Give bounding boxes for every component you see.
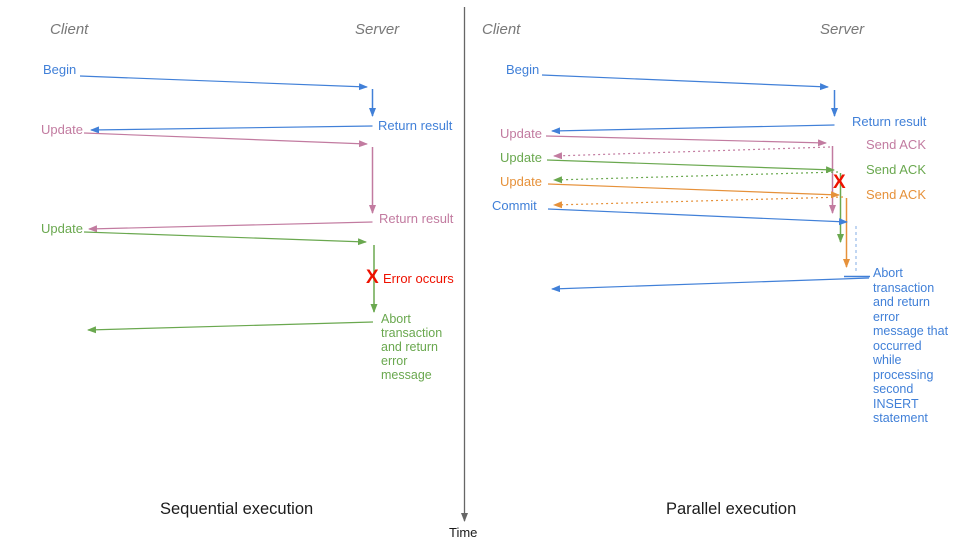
right-send-ack-1-arrow: [553, 146, 831, 160]
time-axis-label: Time: [449, 525, 478, 540]
left-update-1-label: Update: [41, 122, 83, 137]
right-update-3-request-arrow: [547, 183, 850, 268]
right-panel-title: Parallel execution: [666, 500, 797, 518]
left-server-header: Server: [355, 21, 400, 38]
right-send-ack-2-arrow: [553, 171, 839, 184]
right-send-ack-1-label: Send ACK: [866, 137, 926, 152]
left-return-result-2-label: Return result: [379, 211, 454, 226]
left-error-occurs-label: Error occurs: [383, 271, 454, 286]
right-update-3-label: Update: [500, 174, 542, 189]
left-update-2-request-arrow: [83, 231, 378, 313]
right-update-1-request-arrow: [545, 135, 836, 214]
right-abort-return-arrow: [551, 277, 870, 293]
left-update-1-request-arrow: [83, 132, 376, 214]
left-return-result-2-arrow: [88, 221, 373, 233]
right-update-2-request-arrow: [546, 159, 844, 243]
right-commit-label: Commit: [492, 198, 537, 213]
left-begin-request-arrow: [79, 75, 376, 117]
right-update-2-label: Update: [500, 150, 542, 165]
left-abort-return-arrow: [87, 321, 374, 334]
right-begin-label: Begin: [506, 62, 540, 77]
right-abort-message-label: Abort transaction and return error messa…: [873, 266, 949, 425]
right-update-1-label: Update: [500, 126, 542, 141]
right-send-ack-3-arrow: [553, 196, 844, 209]
left-update-2-label: Update: [41, 221, 83, 236]
left-abort-message-label: Abort transaction and return error messa…: [381, 312, 443, 382]
right-return-result-arrow: [551, 124, 835, 135]
right-begin-request-arrow: [541, 74, 838, 117]
left-begin-label: Begin: [43, 62, 77, 77]
right-client-header: Client: [482, 21, 521, 38]
left-panel-title: Sequential execution: [160, 500, 314, 518]
left-error-x-icon: X: [366, 267, 379, 288]
left-client-header: Client: [50, 21, 89, 38]
right-send-ack-2-label: Send ACK: [866, 162, 926, 177]
right-send-ack-3-label: Send ACK: [866, 187, 926, 202]
left-return-result-1-label: Return result: [378, 118, 453, 133]
right-error-x-icon: X: [833, 172, 846, 193]
right-server-header: Server: [820, 21, 865, 38]
right-return-result-label: Return result: [852, 114, 927, 129]
left-return-result-1-arrow: [90, 125, 373, 134]
right-commit-request-arrow: [547, 208, 848, 226]
